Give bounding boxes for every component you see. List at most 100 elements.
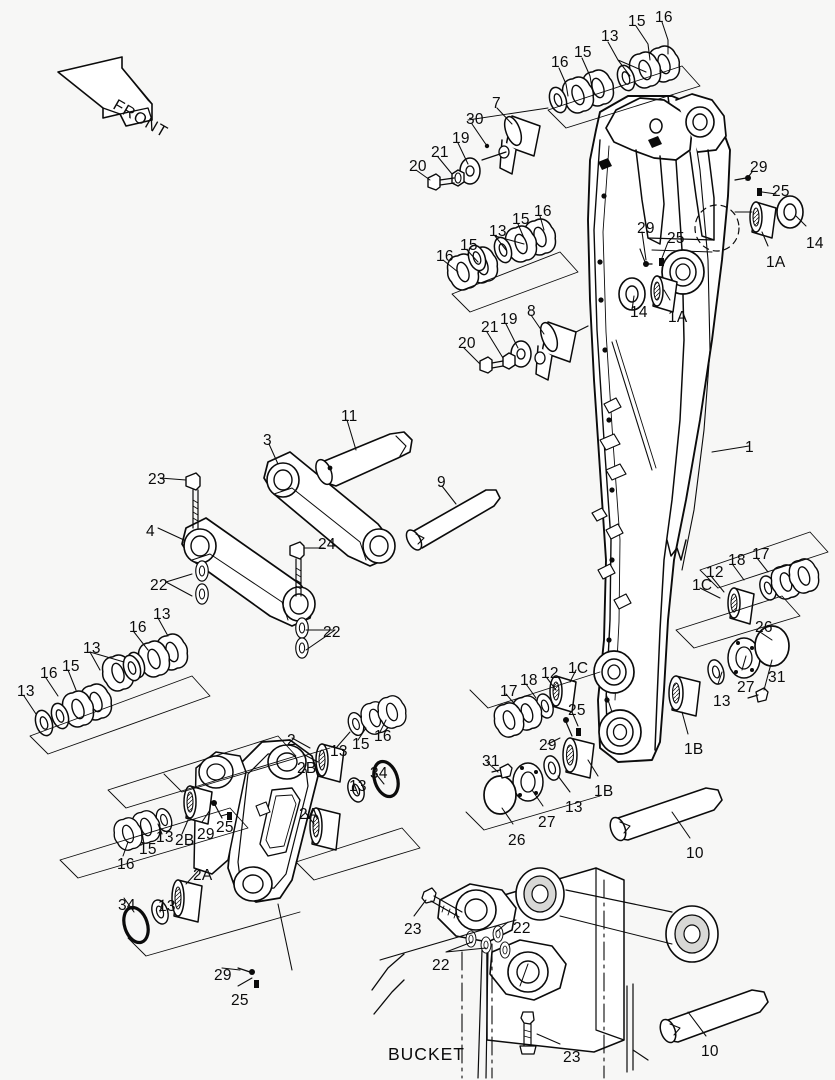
callout-29: 29 <box>197 826 215 843</box>
callout-17: 17 <box>500 683 518 700</box>
callout-29: 29 <box>539 737 557 754</box>
callout-25: 25 <box>667 230 685 247</box>
callout-23: 23 <box>404 921 422 938</box>
callout-29: 29 <box>750 159 768 176</box>
callout-11: 11 <box>341 408 358 425</box>
callout-24: 24 <box>318 536 336 553</box>
callout-22: 22 <box>150 577 168 594</box>
callout-27: 27 <box>737 679 755 696</box>
callout-23: 23 <box>563 1049 581 1066</box>
callout-13: 13 <box>565 799 583 816</box>
callout-18: 18 <box>520 672 538 689</box>
callout-30: 30 <box>466 111 484 128</box>
callout-9: 9 <box>437 474 446 491</box>
link-3 <box>263 451 396 567</box>
callout-19: 19 <box>500 311 518 328</box>
callout-15: 15 <box>512 211 530 228</box>
callout-12: 12 <box>541 665 559 682</box>
callout-1C: 1C <box>568 660 589 677</box>
callout-25: 25 <box>568 702 586 719</box>
leader-lines <box>23 21 807 1045</box>
callout-1A: 1A <box>766 254 786 271</box>
callout-16: 16 <box>374 728 392 745</box>
callout-22: 22 <box>323 624 341 641</box>
callout-16: 16 <box>436 248 454 265</box>
bushing-2A-left <box>117 879 259 988</box>
callout-10: 10 <box>701 1043 719 1060</box>
callout-25: 25 <box>216 819 234 836</box>
seal-stack-left-upper <box>97 629 193 696</box>
callout-26: 26 <box>755 619 773 636</box>
callout-13: 13 <box>349 778 367 795</box>
callout-13: 13 <box>489 223 507 240</box>
callout-2: 2 <box>287 732 296 749</box>
callout-20: 20 <box>458 335 476 352</box>
bolt-24-link4 <box>289 541 309 659</box>
callout-13: 13 <box>713 693 731 710</box>
bolt-23-bucket-lower <box>519 1011 537 1055</box>
callout-12: 12 <box>706 564 724 581</box>
callout-2A: 2A <box>193 867 213 884</box>
callout-16: 16 <box>534 203 552 220</box>
pin-7-assembly <box>427 107 549 191</box>
callout-15: 15 <box>139 841 157 858</box>
callout-17: 17 <box>752 546 770 563</box>
bolt-23-bucket-left <box>421 887 463 919</box>
callout-21: 21 <box>431 144 449 161</box>
callout-13: 13 <box>83 640 101 657</box>
callout-34: 34 <box>370 765 388 782</box>
callout-14: 14 <box>630 304 648 321</box>
seal-stack-left-lower <box>29 675 211 755</box>
callout-22: 22 <box>432 957 450 974</box>
callout-29: 29 <box>214 967 232 984</box>
callout-7: 7 <box>492 95 501 112</box>
callout-13: 13 <box>601 28 619 45</box>
seal-stack-mid <box>442 214 579 313</box>
callout-34: 34 <box>118 897 136 914</box>
pin-8-assembly <box>479 321 589 381</box>
callout-1A: 1A <box>668 309 688 326</box>
callout-29: 29 <box>637 220 655 237</box>
callout-3: 3 <box>263 432 272 449</box>
callout-1B: 1B <box>684 741 704 758</box>
callout-19: 19 <box>452 130 470 147</box>
foot-bushing-1B-left <box>465 737 601 831</box>
callout-22: 22 <box>513 920 531 937</box>
callout-10: 10 <box>686 845 704 862</box>
callout-21: 21 <box>481 319 499 336</box>
bucket-caption: BUCKET <box>388 1044 465 1064</box>
group-frames-center <box>59 735 421 957</box>
callout-1B: 1B <box>594 783 614 800</box>
foot-seals-left <box>469 671 601 742</box>
link-2 <box>193 739 319 903</box>
callout-25: 25 <box>231 992 249 1009</box>
foot-bushing-1B-right <box>668 595 801 717</box>
seal-stack-top-right <box>545 41 701 129</box>
callout-25: 25 <box>772 183 790 200</box>
callout-15: 15 <box>460 237 478 254</box>
link-4 <box>181 517 316 627</box>
callout-14: 14 <box>806 235 824 252</box>
callout-16: 16 <box>655 9 673 26</box>
pin-10-upper <box>609 787 723 842</box>
callout-16: 16 <box>40 665 58 682</box>
callout-16: 16 <box>129 619 147 636</box>
callout-4: 4 <box>146 523 155 540</box>
bushing-2B-left <box>109 785 232 854</box>
callout-31: 31 <box>482 753 500 770</box>
pin-10-lower <box>659 989 769 1044</box>
bucket-bracket <box>371 867 719 1079</box>
callout-8: 8 <box>527 303 536 320</box>
callout-15: 15 <box>574 44 592 61</box>
callout-26: 26 <box>508 832 526 849</box>
callout-15: 15 <box>62 658 80 675</box>
bushing-2B-right <box>315 692 411 783</box>
pin-11 <box>315 431 413 487</box>
callout-2A: 2A <box>299 806 319 823</box>
callout-15: 15 <box>628 13 646 30</box>
callout-23: 23 <box>148 471 166 488</box>
callout-16: 16 <box>117 856 135 873</box>
callout-18: 18 <box>728 552 746 569</box>
